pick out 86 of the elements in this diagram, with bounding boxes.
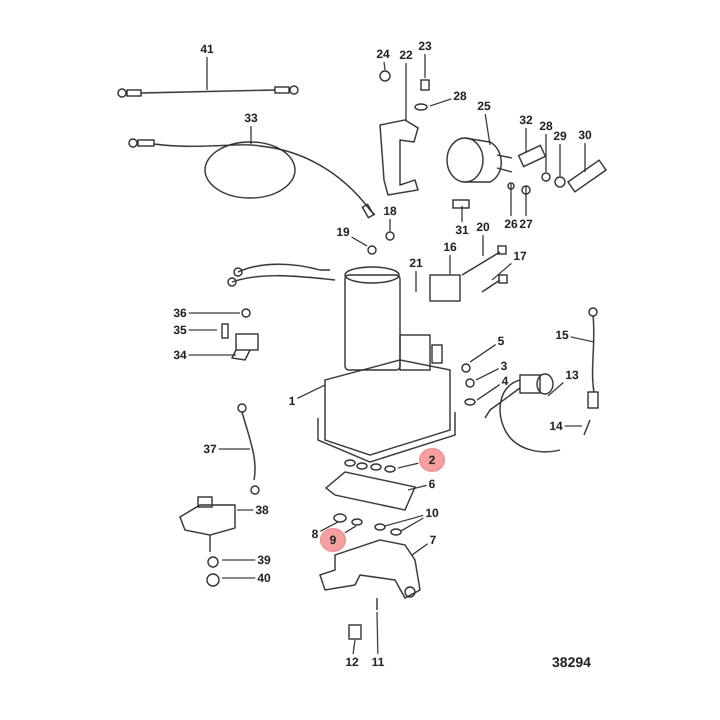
callout-number: 33 <box>243 111 259 125</box>
callout-number: 38 <box>254 503 270 517</box>
callout-number: 15 <box>554 328 570 342</box>
leader-line <box>482 235 484 256</box>
callout-number: 28 <box>538 119 554 133</box>
callout-number: 32 <box>518 113 534 127</box>
callout-number: 35 <box>172 323 188 337</box>
leader-line <box>237 509 254 511</box>
leader-line <box>222 577 256 579</box>
callout-number: 4 <box>500 374 510 388</box>
leader-line <box>188 329 217 331</box>
leader-line <box>584 143 586 172</box>
callout-number: 11 <box>370 655 386 669</box>
leader-line <box>424 54 426 78</box>
callout-number: 18 <box>382 204 398 218</box>
callout-number: 31 <box>454 223 470 237</box>
leader-line <box>222 559 256 561</box>
leader-line <box>398 462 418 469</box>
callout-number: 37 <box>202 442 218 456</box>
callout-number: 7 <box>428 533 438 547</box>
leader-line <box>545 134 547 172</box>
leader-line <box>430 98 452 107</box>
leader-line <box>525 186 527 216</box>
leader-line <box>412 543 428 556</box>
callout-number: 8 <box>310 527 320 541</box>
leader-line <box>383 62 386 70</box>
callout-number: 10 <box>424 506 440 520</box>
callout-number: 20 <box>475 220 491 234</box>
callout-number: 21 <box>408 256 424 270</box>
leader-line <box>449 255 451 274</box>
callout-number: 2 <box>419 448 445 472</box>
leader-line <box>384 514 424 527</box>
callout-number: 12 <box>344 655 360 669</box>
leader-line <box>476 368 499 380</box>
callout-number: 23 <box>417 39 433 53</box>
leader-line <box>548 382 564 396</box>
callout-number: 3 <box>500 359 508 373</box>
leader-line <box>188 312 240 314</box>
callout-number: 19 <box>335 225 351 239</box>
callout-number: 17 <box>512 249 528 263</box>
callout-number: 34 <box>172 348 188 362</box>
callout-number: 36 <box>172 306 188 320</box>
callout-number: 13 <box>564 368 580 382</box>
callout-number: 40 <box>256 571 272 585</box>
leader-line <box>564 425 582 427</box>
callout-number: 41 <box>199 42 215 56</box>
leader-line <box>408 484 427 491</box>
leader-line <box>352 640 356 654</box>
leader-line <box>484 114 491 146</box>
leader-line <box>405 63 407 120</box>
leader-line <box>470 344 496 362</box>
callout-number: 24 <box>375 47 391 61</box>
callout-number: 5 <box>496 334 506 348</box>
leader-line <box>492 263 512 280</box>
callout-number: 27 <box>518 217 534 231</box>
callout-number: 16 <box>442 240 458 254</box>
callout-number: 22 <box>398 48 414 62</box>
callout-number: 26 <box>503 217 519 231</box>
callout-number: 28 <box>452 89 468 103</box>
leader-line <box>570 336 594 343</box>
callout-number: 1 <box>288 394 296 408</box>
leader-line <box>559 144 561 176</box>
callout-number: 6 <box>428 477 436 491</box>
callout-number: 39 <box>256 553 272 567</box>
leader-line <box>461 206 463 222</box>
callout-number: 14 <box>548 419 564 433</box>
leader-line <box>389 219 391 231</box>
leader-line <box>525 128 527 152</box>
callout-number: 9 <box>320 528 346 552</box>
leader-line <box>218 448 250 450</box>
leader-line <box>351 236 368 246</box>
callout-number: 25 <box>476 99 492 113</box>
leader-line <box>415 271 417 292</box>
leader-line <box>400 518 424 532</box>
leader-line <box>297 384 326 399</box>
leader-line <box>250 126 252 144</box>
leader-line <box>206 57 208 90</box>
leader-line <box>510 184 512 216</box>
leader-line <box>320 522 338 532</box>
leader-line <box>188 354 236 356</box>
drawing-number: 38294 <box>552 654 591 670</box>
callout-number: 30 <box>577 128 593 142</box>
leader-line <box>476 384 500 400</box>
callout-number: 29 <box>552 129 568 143</box>
leader-line <box>344 526 356 534</box>
leader-line <box>376 612 378 654</box>
